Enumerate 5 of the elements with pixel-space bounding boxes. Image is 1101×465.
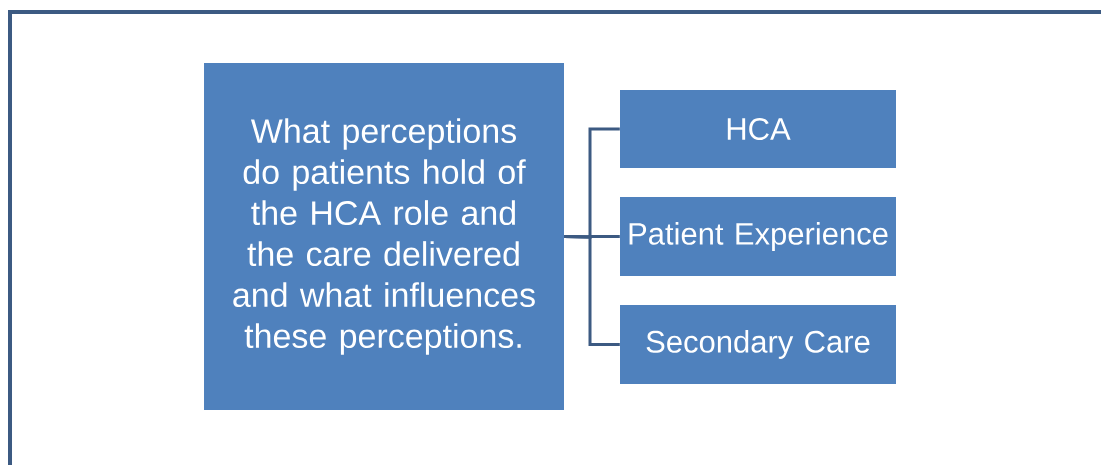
- topic-box: Patient Experience: [620, 197, 896, 276]
- question-box: What perceptions do patients hold of the HCA role and the care delivered and what influences these perceptions.: [204, 63, 564, 410]
- topic-box: HCA: [620, 90, 896, 168]
- bracket-connector: [564, 235, 620, 346]
- topic-box: Secondary Care: [620, 305, 896, 384]
